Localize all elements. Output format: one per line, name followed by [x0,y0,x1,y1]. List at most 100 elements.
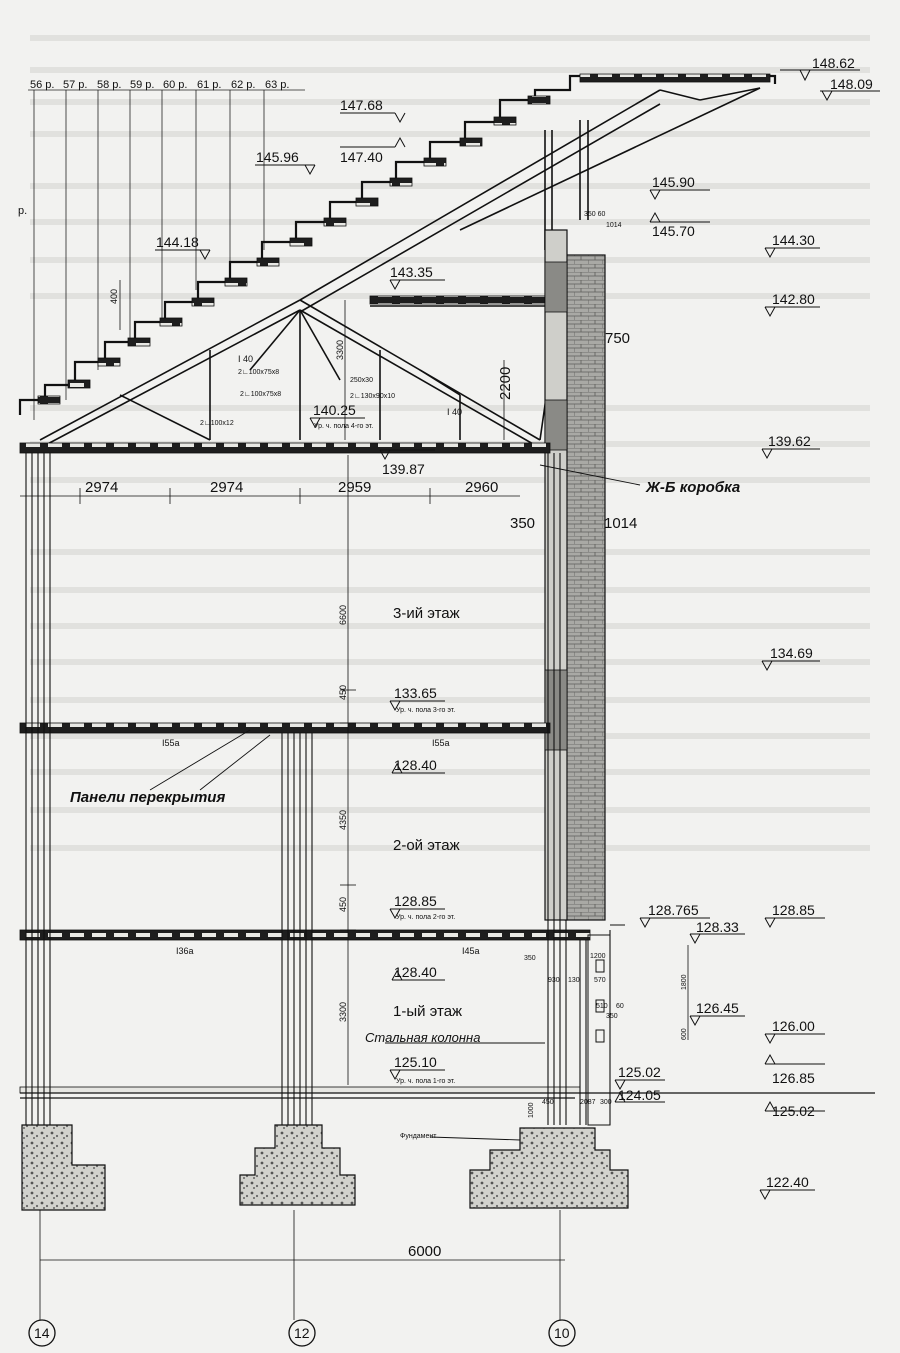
rc-box-hatch [544,261,568,751]
elevation-label: 128.85 [772,902,815,918]
row-label: 62 р. [231,79,255,91]
elevation-label: 148.09 [830,76,873,92]
axis-label: 14 [34,1325,50,1341]
dimension-label: 2200 [497,367,514,400]
roof-truss [39,87,761,449]
dimension-label: 3300 [335,340,345,360]
floor-level-note: Ур. ч. пола 3-го эт. [396,707,455,714]
floor-level-note: Ур. ч. пола 2-го эт. [396,914,455,921]
background-texture [30,35,870,851]
elevation-label: 126.85 [772,1070,815,1086]
axis-label: 12 [294,1325,310,1341]
profile-label: I55а [162,738,180,748]
row-label: 63 р. [265,79,289,91]
dimension-labels: 2974 2974 2959 2960 750 350 1014 6600 45… [85,289,688,1260]
row-label: 59 р. [130,79,154,91]
detail-dim: 510 [596,1003,608,1010]
floor-level-note: Ур. ч. пола 1-го эт. [396,1078,455,1085]
elevation-label: 139.87 [382,461,425,477]
elevation-label: 124.05 [618,1087,661,1103]
floor-slabs [19,442,591,1094]
elevation-label: 125.02 [772,1103,815,1119]
elevation-labels: 148.62 148.09 147.68 147.40 145.96 145.9… [156,55,873,1190]
dimension-lines [20,280,689,1320]
foundations [21,1124,629,1211]
dimension-label: 1800 [681,974,688,990]
dimension-label: 350 [510,515,535,532]
profile-label: I36а [176,946,194,956]
row-label: 57 р. [63,79,87,91]
elevation-label: 128.85 [394,893,437,909]
profile-label: 2∟100x75x8 [240,391,281,398]
dimension-label: 350 [524,955,536,962]
dimension-label: 450 [338,685,348,700]
floor-name-2: 2-ой этаж [393,837,460,854]
detail-dim: 130 [568,977,580,984]
detail-dim: 2087 [580,1099,596,1106]
profile-label: 250x30 [350,377,373,384]
elevation-label: 128.765 [648,902,699,918]
dimension-label: 1014 [604,515,637,532]
elevation-label: 142.80 [772,291,815,307]
ground-line [20,1092,875,1099]
floor-name-1: 1-ый этаж [393,1003,462,1020]
steel-columns [25,453,611,1125]
seat-row-grid [28,89,305,420]
elevation-label: 125.02 [618,1064,661,1080]
profile-label: 2∟130x90x10 [350,393,395,400]
profile-label: I 40 [447,407,462,417]
dimension-label: 2974 [85,479,118,496]
profile-label: I55а [432,738,450,748]
elevation-label: 128.33 [696,919,739,935]
profile-label: 2∟100x75x8 [238,369,279,376]
roof-slab-143 [369,295,551,305]
brick-wall [564,254,606,921]
dimension-label: 400 [109,289,119,304]
detail-dim: 60 [616,1003,624,1010]
dimension-label: 450 [338,897,348,912]
profile-label: 2∟100x12 [200,420,234,427]
step-slabs [37,73,771,405]
detail-dim: 570 [594,977,606,984]
detail-dim: 930 [548,977,560,984]
floor-names: 3-ий этаж 2-ой этаж 1-ый этаж [393,605,462,1020]
elevation-label: 139.62 [768,433,811,449]
detail-dim: 1014 [606,222,622,229]
basement-wall-details [587,924,625,1126]
floor-level-note: Ур. ч. пола 4-го эт. [314,423,373,430]
elevation-label: 128.40 [394,757,437,773]
elevation-label: 145.70 [652,223,695,239]
row-label: 60 р. [163,79,187,91]
elevation-label: 134.69 [770,645,813,661]
detail-dimensions: 350 60 1014 1200 930 130 570 510 60 350 … [528,211,624,1118]
elevation-label: 145.90 [652,174,695,190]
floor-level-notes: Ур. ч. пола 4-го эт. Ур. ч. пола 3-го эт… [314,423,455,1085]
elevation-label: 148.62 [812,55,855,71]
callout-rc-box: Ж-Б коробка [645,479,740,496]
detail-dim: 350 60 [584,211,606,218]
elevation-label: 122.40 [766,1174,809,1190]
detail-dim: 1200 [590,953,606,960]
profile-label: I45а [462,946,480,956]
elevation-label: 140.25 [313,402,356,418]
callout-foundation: Фундамент [400,1133,437,1140]
profile-labels: I 40 2∟100x75x8 2∟100x75x8 2∟130x90x10 2… [162,354,480,956]
dimension-label: 4350 [338,810,348,830]
detail-dim: 300 [600,1099,612,1106]
row-label: 61 р. [197,79,221,91]
dimension-label: 750 [605,330,630,347]
detail-dim: 1000 [528,1102,535,1118]
elevation-label: 143.35 [390,264,433,280]
elevation-label: 126.00 [772,1018,815,1034]
dimension-label: 2960 [465,479,498,496]
floor-name-3: 3-ий этаж [393,605,460,622]
dimension-label: 2974 [210,479,243,496]
dimension-label: 600 [681,1028,688,1040]
row-label: 56 р. [30,79,54,91]
tribune-steps [18,74,777,415]
axis-markers [28,1319,576,1347]
callout-floor-panels: Панели перекрытия [70,789,225,806]
row-marker: р. [18,205,27,217]
elevation-leaders [149,69,880,1191]
